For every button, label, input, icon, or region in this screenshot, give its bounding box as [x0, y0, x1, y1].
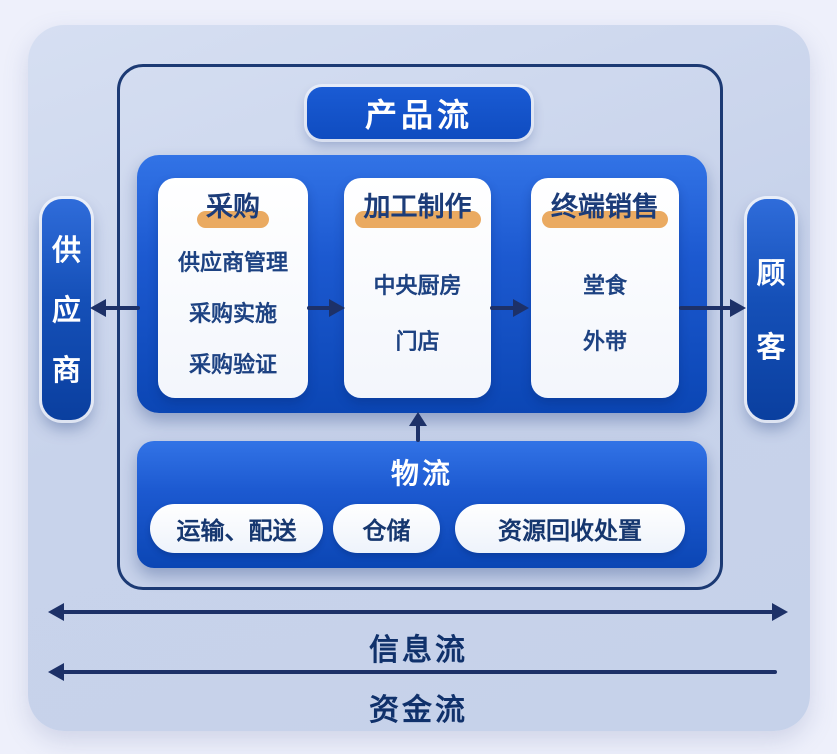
orange-highlight	[197, 211, 269, 228]
logistics-panel: 物流 运输、配送 仓储 资源回收处置	[137, 441, 707, 568]
arrow-to-customer-line	[679, 306, 732, 310]
customer-node: 顾客	[747, 199, 795, 420]
orange-highlight	[354, 211, 481, 228]
procurement-card: 采购 供应商管理 采购实施 采购验证	[158, 178, 308, 398]
arrow-processing-to-sales-line	[490, 306, 515, 310]
processing-card: 加工制作 中央厨房 门店	[344, 178, 491, 398]
card-item: 采购验证	[188, 352, 277, 378]
card-item: 采购实施	[188, 301, 277, 327]
supplier-label: 供应商	[52, 232, 82, 387]
card-item: 外带	[582, 329, 627, 355]
information-flow-left-head	[48, 603, 64, 621]
processing-card-items: 中央厨房 门店	[344, 225, 491, 398]
arrow-to-supplier-line	[104, 306, 140, 310]
arrow-processing-to-sales-head	[513, 299, 529, 317]
product-flow-badge: 产品流	[307, 87, 531, 139]
information-flow-right-head	[772, 603, 788, 621]
supplier-node: 供应商	[42, 199, 91, 420]
arrow-procurement-to-processing-head	[329, 299, 345, 317]
customer-label: 顾客	[756, 255, 786, 364]
card-item: 中央厨房	[373, 273, 462, 299]
orange-highlight	[542, 211, 668, 228]
terminal-sales-card-title: 终端销售	[542, 191, 668, 228]
card-item: 门店	[395, 329, 440, 355]
product-flow-frame	[117, 64, 723, 590]
arrow-logistics-up-line	[416, 424, 420, 442]
capital-flow-line	[62, 670, 777, 674]
logistics-title: 物流	[390, 457, 453, 490]
arrow-logistics-up-head	[409, 412, 427, 426]
terminal-sales-card: 终端销售 堂食 外带	[531, 178, 679, 398]
capital-flow-label: 资金流	[369, 693, 468, 728]
procurement-card-items: 供应商管理 采购实施 采购验证	[158, 225, 308, 398]
card-item: 供应商管理	[177, 250, 288, 276]
card-item: 堂食	[582, 273, 627, 299]
terminal-sales-card-items: 堂食 外带	[531, 225, 679, 398]
processing-card-title: 加工制作	[354, 191, 481, 228]
logistics-tag-transport-delivery: 运输、配送	[150, 504, 323, 553]
arrow-procurement-to-processing-line	[307, 306, 332, 310]
arrow-to-supplier-head	[90, 299, 106, 317]
capital-flow-left-head	[48, 663, 64, 681]
procurement-card-title: 采购	[197, 191, 269, 228]
arrow-to-customer-head	[730, 299, 746, 317]
logistics-tag-warehousing: 仓储	[333, 504, 440, 553]
logistics-tag-resource-recycling: 资源回收处置	[455, 504, 685, 553]
product-flow-label: 产品流	[364, 96, 473, 134]
information-flow-line	[62, 610, 774, 614]
information-flow-label: 信息流	[369, 633, 468, 668]
